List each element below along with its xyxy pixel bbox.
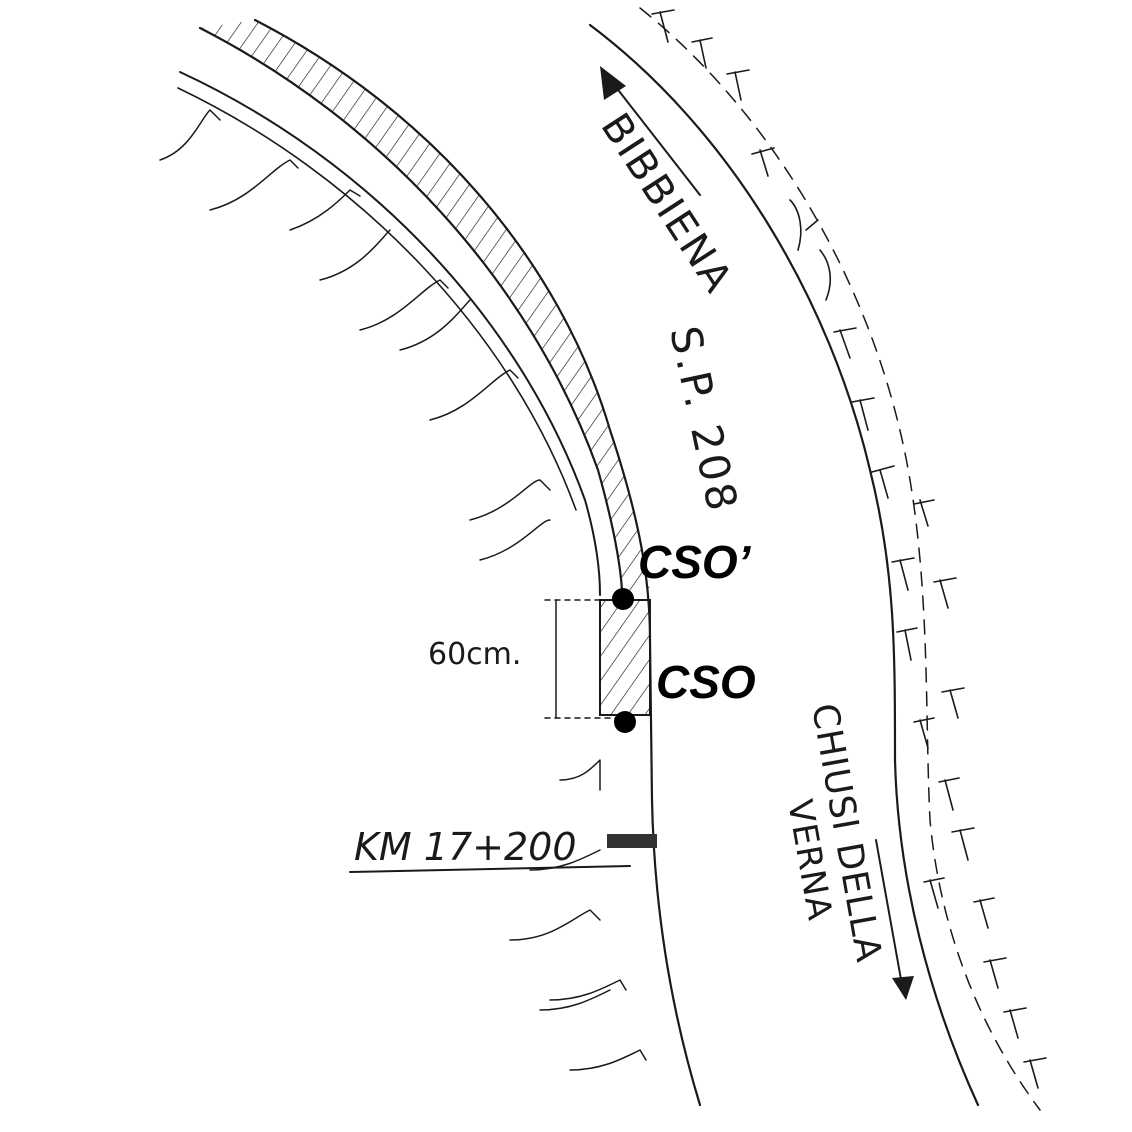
dimension-line	[544, 599, 621, 719]
label-dimension: 60cm.	[428, 637, 521, 672]
measure-box	[599, 599, 651, 716]
hatched-shoulder	[198, 20, 650, 592]
left-verge-line	[179, 71, 601, 596]
left-bank-grass	[159, 109, 647, 1071]
label-road-name: S.P. 208	[660, 322, 747, 518]
label-cso: CSO	[656, 656, 756, 708]
point-cso-prime	[612, 588, 634, 610]
road-edge-left	[253, 18, 702, 1107]
label-milestone: KM 17+200	[354, 825, 577, 869]
label-cso-prime: CSO’	[638, 536, 752, 588]
left-verge-line-2	[177, 87, 577, 511]
right-verge-line	[639, 7, 1041, 1111]
road-edge-right	[588, 23, 980, 1107]
arrow-south	[875, 839, 914, 1000]
arrow-north	[600, 66, 701, 196]
point-cso	[614, 711, 636, 733]
label-bibbiena: BIBBIENA	[592, 105, 742, 302]
right-bank-grass	[651, 9, 1047, 1089]
milestone-marker	[607, 834, 657, 848]
milestone-underline	[349, 865, 631, 873]
